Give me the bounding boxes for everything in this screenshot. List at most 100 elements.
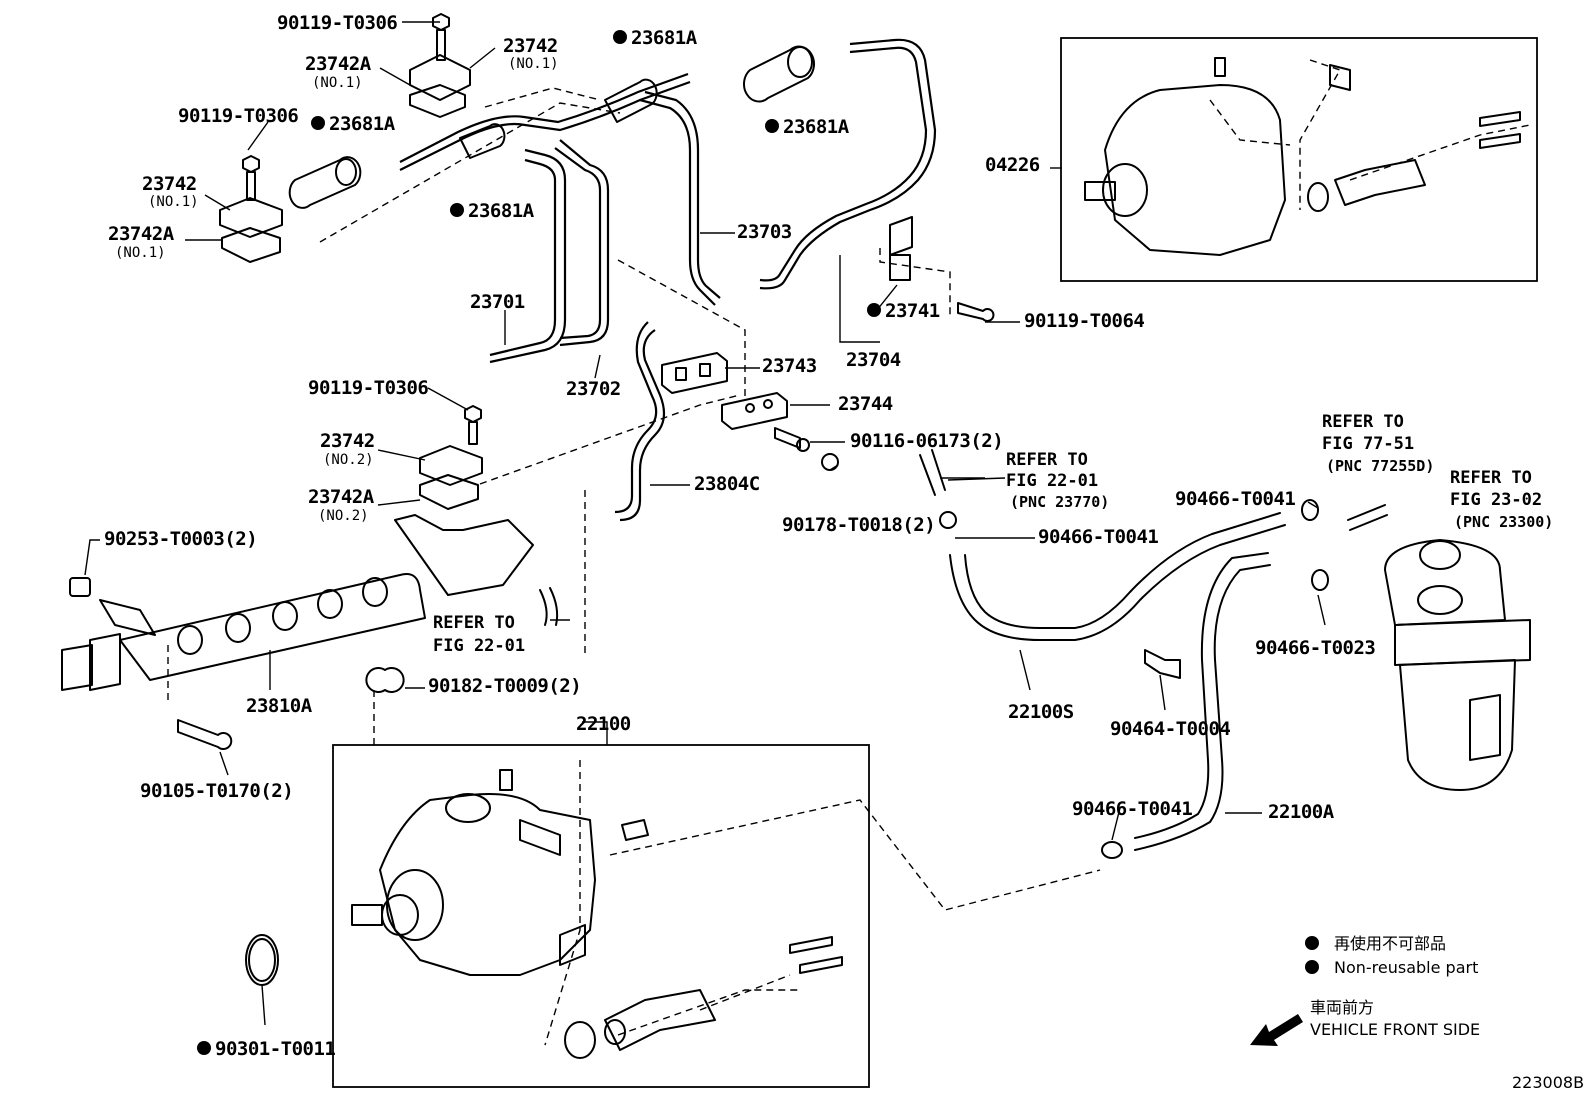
label-23810A: 23810A (246, 695, 313, 717)
supply-pump-box (332, 744, 870, 1088)
label-23702: 23702 (566, 378, 621, 400)
injection-pipe-23701 (489, 148, 567, 364)
label-90178-T0018: 90178-T0018(2) (782, 514, 935, 536)
svg-text:REFER TO: REFER TO (1006, 450, 1088, 470)
label-90466-T0023: 90466-T0023 (1255, 637, 1375, 659)
injection-pipe-23702 (554, 139, 610, 347)
svg-text:(PNC 23300): (PNC 23300) (1454, 513, 1553, 531)
svg-text:FIG 23-02: FIG 23-02 (1450, 490, 1542, 510)
svg-text:FIG 77-51: FIG 77-51 (1322, 434, 1414, 454)
sleeve-icon (288, 156, 362, 209)
pin-icon (789, 936, 843, 974)
label-23681A: 23681A (631, 27, 698, 49)
sleeve-icon (604, 78, 658, 123)
label-90466-T0041: 90466-T0041 (1072, 798, 1192, 820)
label-90466-T0041: 90466-T0041 (1038, 526, 1158, 548)
injection-pipe-23703 (639, 90, 721, 306)
label-90119-T0306: 90119-T0306 (308, 377, 428, 399)
legend: 再使用不可部品 Non-reusable part 車両前方 VEHICLE F… (1250, 934, 1480, 1046)
injection-pipe-23804C (614, 321, 666, 522)
legend-en: Non-reusable part (1334, 958, 1478, 977)
clip-90464-icon (1144, 649, 1181, 679)
label-90253-T0003: 90253-T0003(2) (104, 528, 257, 550)
label-90182-T0009: 90182-T0009(2) (428, 675, 581, 697)
label-90105-T0170: 90105-T0170(2) (140, 780, 293, 802)
non-reusable-dot (311, 116, 325, 130)
supply-pump-22100 (351, 769, 596, 976)
label-23701: 23701 (470, 291, 525, 313)
label-23742A-sub: (NO.2) (318, 508, 369, 524)
bolt-icon (957, 302, 995, 322)
part-labels: 90119-T0306 23742 (NO.1) 23742A (NO.1) 2… (104, 12, 1376, 1060)
sleeve-icon (459, 123, 506, 159)
o-ring-icon (245, 934, 279, 986)
label-23744: 23744 (838, 393, 893, 415)
clamp-23743-icon (661, 352, 728, 394)
label-23742-sub: (NO.1) (508, 56, 559, 72)
hose-clamp-icon (1301, 499, 1319, 521)
refer-note-fig-22-01: REFER TO FIG 22-01 (433, 613, 525, 656)
injection-pipe-upper (399, 72, 691, 171)
label-23742A: 23742A (308, 486, 375, 508)
front-label-en: VEHICLE FRONT SIDE (1310, 1020, 1480, 1039)
svg-text:FIG 22-01: FIG 22-01 (433, 636, 525, 656)
label-23804C: 23804C (694, 473, 760, 495)
bolt-icon (242, 155, 260, 201)
plug-icon (365, 667, 405, 693)
hose-icon (919, 449, 957, 529)
label-23681A: 23681A (783, 116, 850, 138)
non-reusable-dot (867, 303, 881, 317)
label-22100: 22100 (576, 713, 631, 735)
suction-valve-icon (604, 989, 716, 1051)
non-reusable-dot (1305, 960, 1319, 974)
label-23681A: 23681A (329, 113, 396, 135)
label-23742-sub: (NO.1) (148, 194, 199, 210)
label-23742A-sub: (NO.1) (115, 245, 166, 261)
svg-text:(PNC 77255D): (PNC 77255D) (1326, 457, 1434, 475)
label-23742A: 23742A (108, 223, 175, 245)
svg-text:(PNC 23770): (PNC 23770) (1010, 493, 1109, 511)
label-90116-06173: 90116-06173(2) (850, 430, 1003, 452)
legend-jp: 再使用不可部品 (1334, 934, 1446, 953)
clamp-icon (409, 54, 471, 118)
refer-note-fig-23-02: REFER TO FIG 23-02 (PNC 23300) (1450, 468, 1553, 531)
label-23742: 23742 (503, 35, 558, 57)
label-90119-T0306: 90119-T0306 (277, 12, 397, 34)
bolt-icon (464, 405, 482, 445)
fitting-icon (774, 427, 810, 452)
leader-lines (84, 21, 1326, 1026)
svg-text:FIG 22-01: FIG 22-01 (1006, 471, 1098, 491)
non-reusable-dot (450, 203, 464, 217)
sleeve-icon (743, 45, 815, 103)
fuel-hose-22100S (949, 512, 1286, 641)
hose-clamp-icon (1311, 569, 1329, 591)
non-reusable-dot (765, 119, 779, 133)
label-90119-T0306: 90119-T0306 (178, 105, 298, 127)
figure-id: 223008B (1512, 1073, 1584, 1092)
label-23703: 23703 (737, 221, 792, 243)
label-23742A-sub: (NO.1) (312, 75, 363, 91)
o-ring-icon (564, 1021, 596, 1059)
non-reusable-dot (197, 1041, 211, 1055)
sensor-plug-icon (621, 819, 649, 841)
pump-assembly-inset-box (1060, 37, 1538, 282)
pump-assembly-04226 (1084, 57, 1521, 256)
dashed-guide-lines (167, 59, 1531, 1046)
label-90464-T0004: 90464-T0004 (1110, 718, 1230, 740)
label-90301-T0011: 90301-T0011 (215, 1038, 335, 1060)
refer-note-fig-22-01-pnc: REFER TO FIG 22-01 (PNC 23770) (1006, 450, 1109, 511)
label-23741: 23741 (885, 300, 940, 322)
hose-icon (539, 587, 559, 626)
hose-clamp-icon (1101, 841, 1123, 859)
non-reusable-dot (1305, 936, 1319, 950)
svg-text:REFER TO: REFER TO (1450, 468, 1532, 488)
clamp-icon (219, 197, 283, 263)
nut-icon (821, 453, 839, 471)
front-arrow-icon (1250, 1014, 1303, 1046)
clamp-23744-icon (721, 392, 788, 430)
bolt-icon (177, 719, 233, 750)
label-04226: 04226 (985, 154, 1040, 176)
label-23704: 23704 (846, 349, 901, 371)
label-23681A: 23681A (468, 200, 535, 222)
